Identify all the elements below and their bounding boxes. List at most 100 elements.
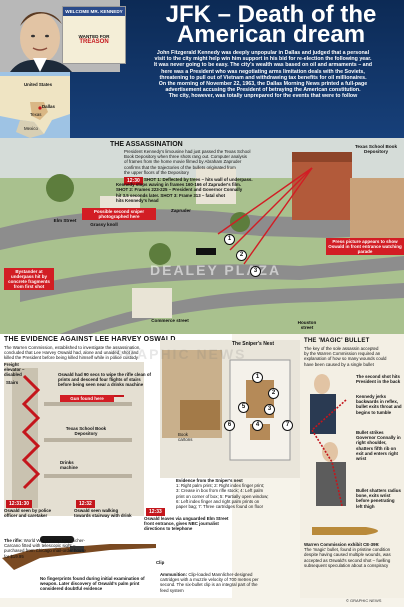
freight-elevator-label: Freight elevator – disabled: [4, 362, 25, 378]
assassination-text-line: Book Depository when three shots rang ou…: [124, 154, 248, 160]
exhibit-title: Warren Commission exhibit CE-399:: [304, 542, 380, 547]
nest-marker-4: 4: [252, 420, 263, 431]
poster-wanted: WANTED FOR: [78, 34, 110, 39]
intro-line: The city, however, was totally unprepare…: [168, 93, 358, 100]
rifle-description: The rifle: World War II Italian Mannlich…: [4, 538, 92, 559]
us-map: [0, 72, 70, 138]
magic-bullet-text: The key of the sole assassin accepted by…: [304, 346, 402, 367]
intro-line: visit to the city might help win him sup…: [154, 56, 372, 63]
time-badge-1230: 12:30: [124, 177, 143, 185]
nest-marker-6: 6: [224, 420, 235, 431]
intro-line: On the morning of November 22, 1963, the…: [158, 81, 368, 88]
intro-line: John Fitzgerald Kennedy was deeply unpop…: [156, 50, 370, 56]
assassination-text-line: President Kennedy's limousine had just p…: [124, 149, 251, 154]
assassination-text: President Kennedy's limousine had just p…: [124, 149, 294, 175]
credit: © GRAPHIC NEWS: [346, 598, 382, 603]
magic-text-line: The key of the sole assassin accepted: [304, 346, 379, 351]
shot-marker-2: 2: [236, 250, 247, 261]
page-title-line1: JFK – Death of the: [165, 1, 377, 28]
rifle-title: The rifle:: [4, 538, 23, 543]
assassination-text-line: confirms that the trajectories of the bu…: [124, 164, 236, 170]
shot-3-detail: hits Kennedy's head: [116, 197, 159, 203]
nest-evidence-item: print on corner of box; 5: Partially ope…: [176, 493, 269, 499]
second-sniper-label: Possible second sniper photographed here: [82, 208, 156, 220]
poster-welcome: WELCOME MR. KENNEDY: [63, 7, 125, 16]
intro-line: It was never going to be easy. The city'…: [153, 62, 373, 69]
page-title-line2: American dream: [176, 21, 366, 48]
magic-text-line: by the Warren Commission required an: [304, 351, 381, 357]
time-note-1232: Oswald seen walking towards stairway wit…: [74, 508, 132, 519]
time-badge-1232: 12:32: [76, 500, 95, 508]
elm-street-label: Elm Street: [53, 218, 77, 223]
grassy-knoll-label: Grassy knoll: [90, 222, 118, 227]
magic-text-line: explanation of how so many wounds could: [304, 356, 387, 362]
sniper-nest-heading: The Sniper's Nest: [232, 341, 275, 347]
shot-2-text: SHOT 2: Frames 223-225 – President and G…: [116, 187, 243, 193]
nest-evidence-item: 6: Left index finger and right palm prin…: [176, 498, 260, 504]
ammunition-description: Ammunition: Clip-loaded Mannlicher-desig…: [160, 572, 264, 593]
shot-descriptions: SHOT 1: Deflected by trees – hits wall o…: [116, 177, 296, 203]
nest-marker-2: 2: [268, 388, 279, 399]
nest-evidence-item: 1: Right palm print; 2: Right index fing…: [176, 483, 265, 489]
press-picture-label: Press picture appears to show Oswald in …: [326, 238, 404, 255]
nest-evidence-list: Evidence from the Sniper's nest 1: Right…: [176, 478, 302, 509]
shot-1-text: SHOT 1: Deflected by trees – hits wall o…: [144, 177, 253, 182]
bystander-label: Bystander at underpass hit by concrete f…: [4, 268, 54, 290]
magic-step-3: Bullet strikes Governor Connally in righ…: [356, 430, 401, 462]
map-neighbor: Mexico: [24, 126, 38, 131]
intro-line: advertisement accusing the President of …: [165, 87, 361, 94]
depository-label: Texas School Book Depository: [354, 144, 398, 154]
drinks-machine-label: Drinks machine: [60, 460, 78, 471]
dealey-plaza-scene: [0, 138, 404, 334]
nest-evidence-item: paper bag; 7: Three cartridges found on …: [176, 504, 264, 510]
fingerprints-note: No fingerprints found during initial exa…: [40, 576, 145, 592]
assassination-text-line: of frames from the home movie filmed by …: [124, 159, 242, 165]
evidence-text-line: killed the President before being killed…: [4, 355, 138, 361]
magic-step-2: Kennedy jerks backwards in reflex, bulle…: [356, 394, 402, 415]
intro-line: here was a President who was negotiating…: [161, 68, 365, 75]
tsbd-label: Texas School Book Depository: [65, 426, 107, 437]
nest-marker-5: 5: [238, 402, 249, 413]
intro-text: John Fitzgerald Kennedy was deeply unpop…: [124, 50, 402, 100]
oswald-note: Oswald had 90 secs to wipe the rifle cle…: [58, 372, 151, 388]
evidence-text-line: concluded that Lee Harvey Oswald had, al…: [4, 350, 139, 356]
evidence-text: The Warren Commission, established to in…: [4, 345, 230, 361]
ammo-text: Clip-loaded Mannlicher-designed cartridg…: [160, 572, 259, 593]
warren-exhibit: Warren Commission exhibit CE-399: The 'm…: [304, 542, 402, 568]
shot-marker-3: 3: [250, 266, 261, 277]
evidence-text-line: The Warren Commission, established to in…: [4, 345, 141, 350]
book-cartons-label: Book cartons: [178, 432, 193, 443]
figures-illustration: [302, 370, 358, 520]
houston-street-label: Houston street: [297, 320, 317, 330]
rifle-text: World War II Italian Mannlicher-Carcano …: [4, 538, 86, 559]
time-badge-1233: 12:33: [146, 508, 165, 516]
magic-bullet-heading: THE 'MAGIC' BULLET: [304, 338, 370, 344]
shot-2-detail: hit 3.5 seconds later. SHOT 3: Frame 313…: [116, 192, 226, 198]
rifle-illustration: [0, 528, 160, 574]
magic-text-line: have been caused by a single bullet: [304, 361, 374, 367]
intro-line: threatening to pull out of Vietnam and w…: [159, 74, 367, 81]
shot-marker-1: 1: [224, 234, 235, 245]
exhibit-text: The 'magic' bullet, found in pristine co…: [304, 547, 391, 568]
bullet-illustration: [306, 524, 396, 538]
map-country: United States: [24, 82, 53, 87]
assassination-text-line: the upper floors of the Depository: [124, 169, 189, 175]
shot-1-detail: Kennedy stops waving in frames 160-166 o…: [116, 182, 241, 188]
gun-found-label: Gun found here: [60, 395, 114, 402]
dealey-watermark: DEALEY PLAZA: [150, 262, 282, 278]
map-state: Texas: [30, 112, 42, 117]
magic-step-1: The second shot hits President in the ba…: [356, 374, 401, 385]
nest-marker-1: 1: [252, 372, 263, 383]
nest-evidence-title: Evidence from the Sniper's nest: [176, 478, 243, 483]
evidence-heading: THE EVIDENCE AGAINST LEE HARVEY OSWALD: [4, 336, 176, 343]
poster-treason: TREASON: [79, 39, 109, 45]
stairs-label: Stairs: [6, 380, 19, 385]
welcome-poster: WELCOME MR. KENNEDY WANTED FOR TREASON: [62, 6, 126, 64]
graphic-news-watermark: GRAPHIC NEWS: [112, 346, 247, 362]
map-city: Dallas: [42, 104, 55, 109]
assassination-heading: THE ASSASSINATION: [110, 141, 183, 148]
nest-marker-3: 3: [264, 404, 275, 415]
nest-evidence-item: 3: Crease in box from rifle stock; 4: Le…: [176, 488, 264, 494]
clip-label: Clip: [156, 560, 165, 565]
